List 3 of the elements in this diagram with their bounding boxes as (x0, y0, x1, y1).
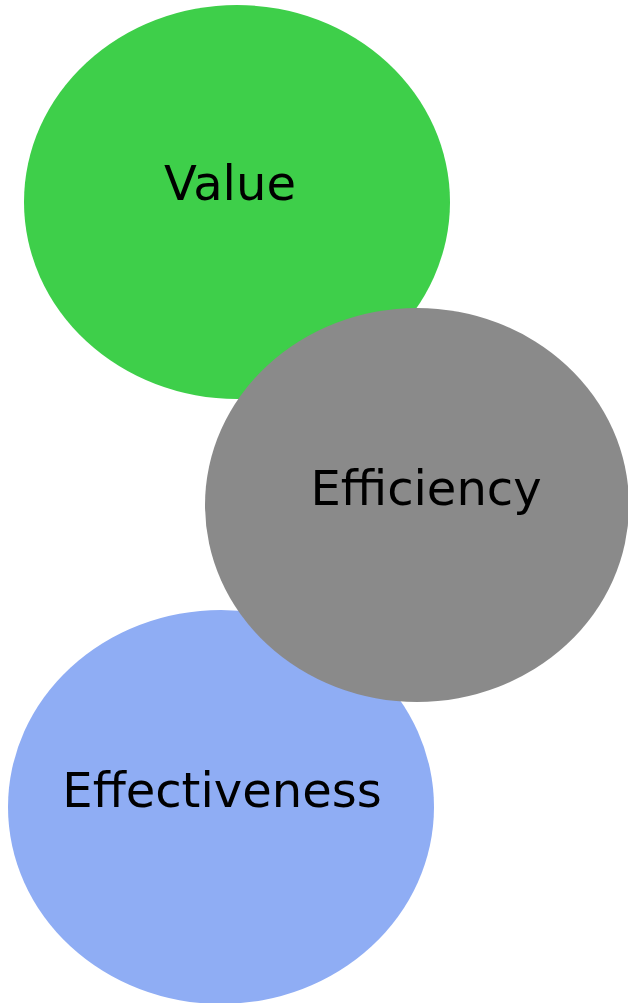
node-label: Effectiveness (61, 762, 383, 818)
node-label: Value (163, 155, 297, 211)
node-label: Efficiency (309, 460, 543, 516)
